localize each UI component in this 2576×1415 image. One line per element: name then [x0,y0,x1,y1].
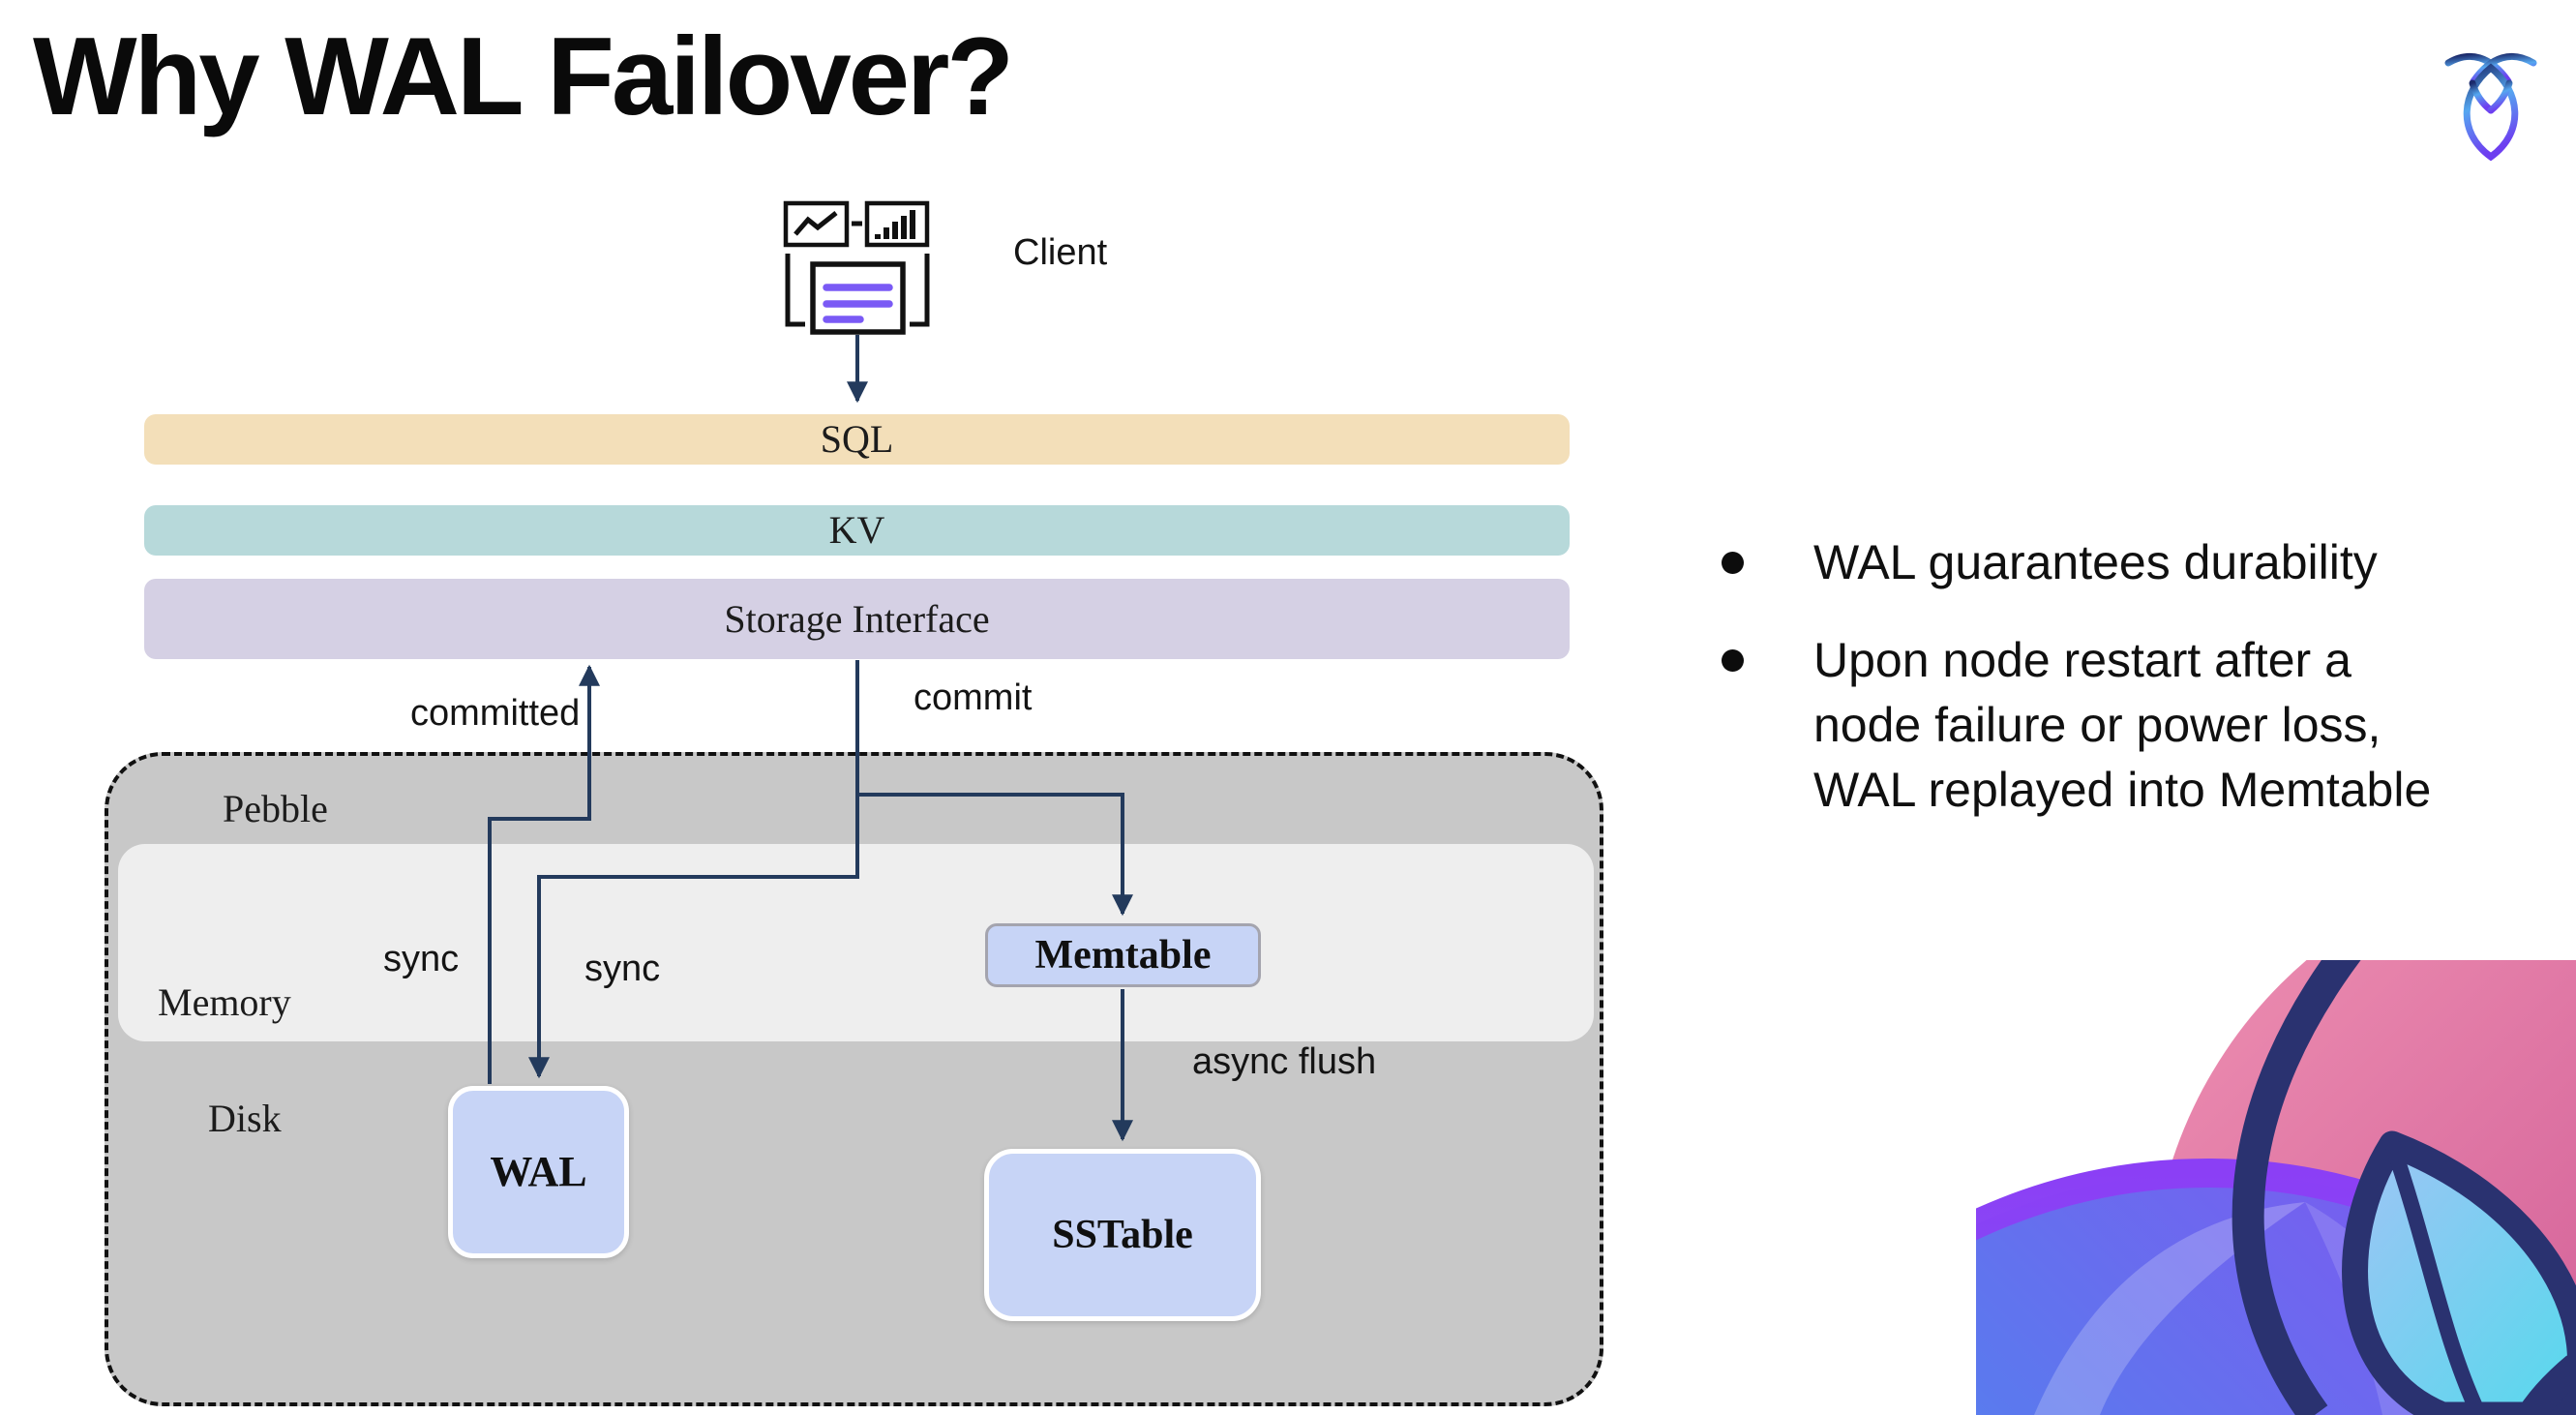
async-flush-label: async flush [1192,1041,1377,1082]
bullet-dot [1722,552,1744,574]
list-item: WAL guarantees durability [1689,530,2521,595]
corner-art [1976,960,2576,1415]
cockroachdb-logo-icon [2441,46,2541,166]
memory-label: Memory [158,980,291,1024]
memtable-node: Memtable [985,923,1261,987]
layer-bar-storage-interface: Storage Interface [144,579,1570,659]
wal-node: WAL [448,1086,629,1258]
committed-label: committed [410,693,581,734]
sync-label-right: sync [584,948,661,989]
page-title: Why WAL Failover? [33,15,1014,138]
disk-label: Disk [208,1097,282,1140]
sql-statement-lines [823,284,893,323]
pebble-label: Pebble [223,787,328,830]
sync-label-left: sync [383,939,460,979]
commit-label: commit [914,677,1033,718]
sstable-node: SSTable [984,1149,1261,1321]
bullet-dot [1722,649,1744,672]
client-label: Client [1013,232,1108,273]
layer-bar-kv: KV [144,505,1570,556]
bullet-list: WAL guarantees durability Upon node rest… [1689,530,2521,856]
bullet-text: WAL guarantees durability [1813,535,2378,589]
line-chart-icon [783,200,850,248]
bullet-text: Upon node restart after a node failure o… [1813,633,2432,817]
list-item: Upon node restart after a node failure o… [1689,628,2521,823]
memory-zone [118,844,1594,1041]
layer-bar-sql: SQL [144,414,1570,465]
client-icon [774,194,939,339]
